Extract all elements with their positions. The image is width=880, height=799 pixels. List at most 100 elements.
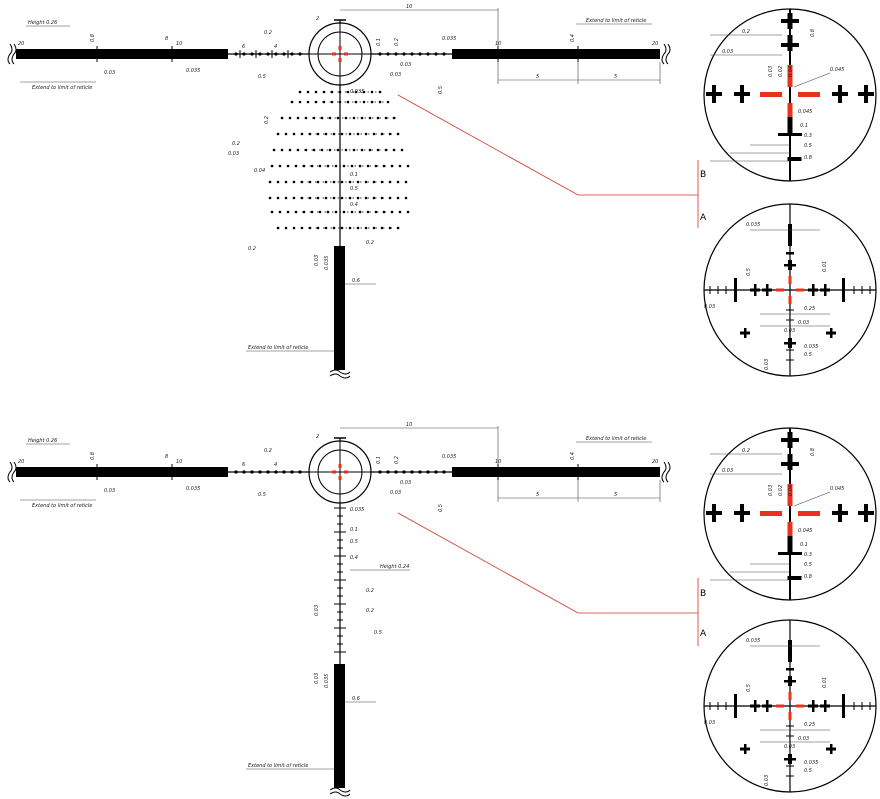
- tree-dot: [300, 226, 304, 230]
- detail-a-0-035b: 0.035: [804, 344, 818, 350]
- dim-5a-text: 5: [536, 74, 539, 80]
- num-4: 4: [274, 462, 277, 468]
- tree-dot: [276, 180, 280, 184]
- tree-dot: [392, 116, 396, 120]
- tree-dot: [326, 164, 330, 168]
- tree-dot: [280, 116, 284, 120]
- num-10-left: 10: [176, 41, 182, 47]
- detail-a-0-03: 0.03: [704, 304, 715, 310]
- tree-0-04: 0.04: [254, 168, 265, 174]
- detail-a-0-5: 0.5: [746, 684, 752, 692]
- tree-dot: [406, 164, 410, 168]
- dim-0-2a: 0.2: [264, 30, 272, 36]
- tree-dot: [292, 196, 296, 200]
- detail-a-0-03c: 0.03: [784, 328, 795, 334]
- tree-dot: [334, 210, 338, 214]
- tree-dot: [292, 180, 296, 184]
- tree-0-4: 0.4: [350, 202, 358, 208]
- tree-dot: [380, 132, 384, 136]
- tree-0-1: 0.1: [350, 172, 358, 178]
- dim-5a-text: 5: [536, 492, 539, 498]
- tree-dot: [272, 148, 276, 152]
- tree-dot: [370, 100, 374, 104]
- extend-right-label: Extend to limit of reticle: [586, 18, 646, 24]
- tree-dot: [276, 196, 280, 200]
- tree-dot: [354, 100, 358, 104]
- detail-a-0-03v: 0.03: [764, 359, 770, 370]
- tree-dot: [340, 226, 344, 230]
- detail-b-label: B: [700, 589, 706, 599]
- tree-dot: [352, 116, 356, 120]
- tree-dot: [356, 132, 360, 136]
- tree-dot: [284, 226, 288, 230]
- dim-0-035b: 0.035: [442, 454, 456, 460]
- red-leader-line: [397, 94, 698, 196]
- tree-dot: [286, 164, 290, 168]
- tree-dot: [276, 132, 280, 136]
- tree-dot: [310, 210, 314, 214]
- dim-10-text: 10: [406, 422, 412, 428]
- tree-dot: [304, 116, 308, 120]
- tree-dot: [404, 180, 408, 184]
- tree-dot: [308, 196, 312, 200]
- tree-dot: [320, 148, 324, 152]
- tree-dot: [376, 116, 380, 120]
- detail-a-0-25: 0.25: [804, 306, 815, 312]
- stem-0-2b: 0.2: [366, 608, 374, 614]
- tree-dot: [366, 164, 370, 168]
- tree-dot: [308, 132, 312, 136]
- tree-dot: [270, 210, 274, 214]
- tree-dot: [386, 100, 390, 104]
- tree-dot: [298, 100, 302, 104]
- dim-0-03v: 0.03: [314, 255, 320, 266]
- tree-dot: [396, 132, 400, 136]
- dim-0-035a: 0.035: [186, 486, 200, 492]
- tree-dot: [396, 196, 400, 200]
- detail-b-0-045b: 0.045: [798, 109, 812, 115]
- detail-b-0-04v: 0.04: [788, 485, 794, 496]
- tree-dot: [298, 90, 302, 94]
- tree-dot: [358, 210, 362, 214]
- tree-dot: [348, 180, 352, 184]
- detail-a-0-5b: 0.5: [804, 768, 812, 774]
- dim-0-035b: 0.035: [442, 36, 456, 42]
- tree-dot: [340, 180, 344, 184]
- right-dot-markers: [378, 52, 446, 56]
- dim-0-5b: 0.5: [438, 86, 444, 94]
- num-2: 2: [316, 16, 319, 22]
- tree-dot: [360, 116, 364, 120]
- left-dot-markers: [234, 470, 302, 474]
- detail-b-0-045a: 0.045: [830, 67, 844, 73]
- tree-dot: [310, 164, 314, 168]
- tree-dot: [336, 116, 340, 120]
- tree-dot: [368, 116, 372, 120]
- detail-a-0-01: 0.01: [822, 261, 828, 272]
- detail-a-0-03c: 0.03: [784, 744, 795, 750]
- red-leader-line: [397, 512, 698, 614]
- left-thick-bar: [16, 49, 228, 59]
- tree-dot: [280, 148, 284, 152]
- num-10-right: 10: [495, 41, 501, 47]
- tree-dot: [324, 196, 328, 200]
- detail-b-0-3: 0.3: [804, 552, 812, 558]
- tree-dot: [330, 100, 334, 104]
- dim-0-8: 0.8: [90, 452, 96, 460]
- tree-dot: [354, 90, 358, 94]
- detail-b-0-2: 0.2: [742, 448, 750, 454]
- tree-dot: [396, 226, 400, 230]
- bottom-break-mark: [329, 369, 351, 379]
- detail-b-0-04v: 0.04: [788, 66, 794, 77]
- bottom-thick-post: [334, 664, 345, 788]
- tree-dot: [340, 132, 344, 136]
- dim-10-text: 10: [406, 4, 412, 10]
- tree-dot: [316, 132, 320, 136]
- tree-dot: [372, 196, 376, 200]
- dim-0-5a: 0.5: [258, 492, 266, 498]
- detail-a-label: A: [700, 629, 707, 639]
- left-thick-bar: [16, 467, 228, 477]
- left-break-mark: [7, 461, 17, 483]
- tree-dot: [336, 148, 340, 152]
- tree-dot: [278, 164, 282, 168]
- dim-0-5b: 0.5: [438, 504, 444, 512]
- dim-0-4: 0.4: [570, 452, 576, 460]
